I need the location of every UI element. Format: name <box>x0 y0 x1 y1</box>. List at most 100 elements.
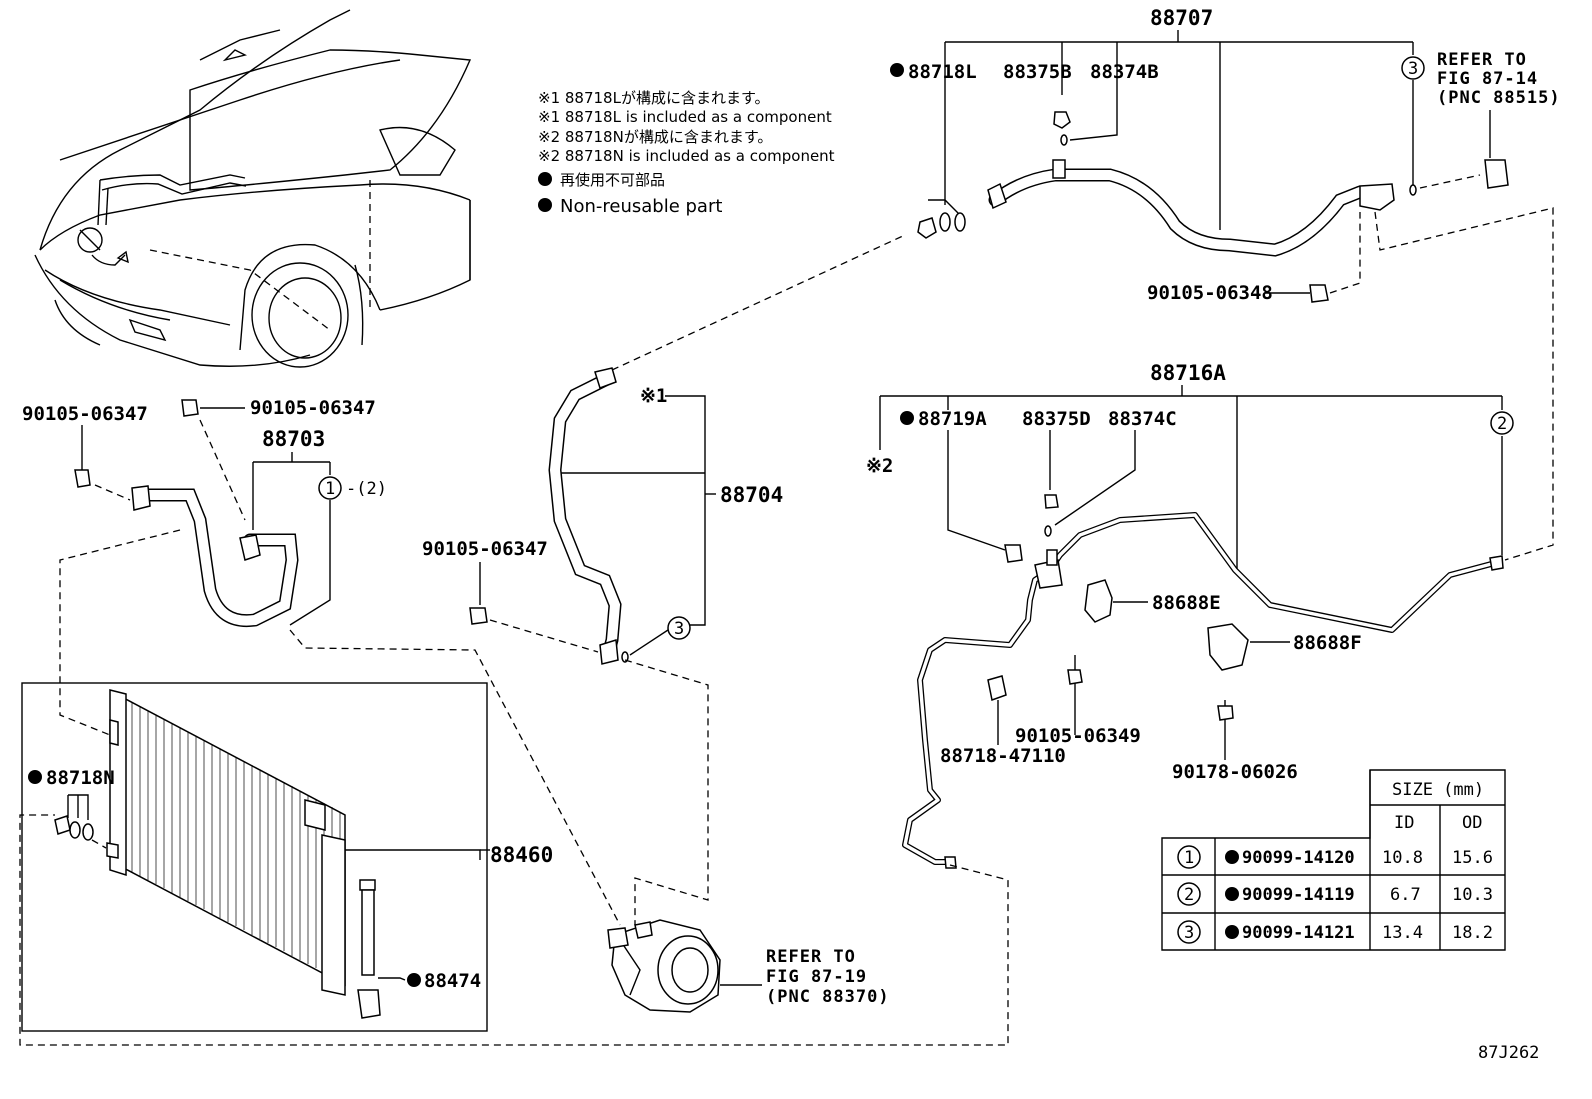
label-88716A: 88716A <box>1150 361 1226 385</box>
bolt-90178-06026 <box>1217 705 1234 721</box>
oring-88374C <box>1044 525 1052 537</box>
row-circle: 3 <box>1184 923 1194 943</box>
group-88703: 90105-06347 90105-06347 88703 1 -(2) <box>22 397 621 926</box>
label-88719A: 88719A <box>918 408 987 430</box>
circle-3-icon <box>1401 56 1425 80</box>
bolt-90105-06349 <box>1067 669 1083 685</box>
circle-3b-icon <box>667 616 691 640</box>
circle-2-number: 2 <box>1497 414 1507 434</box>
refer-pnc-1: (PNC 88515) <box>1437 88 1561 108</box>
label-88718N: 88718N <box>46 767 115 789</box>
bolt-90105-06347-a <box>74 469 91 488</box>
group-88707: 88707 88718L 88375B 88374B 3 REFER TO FI… <box>890 6 1561 561</box>
row-part: 90099-14119 <box>1242 885 1355 905</box>
table-title: SIZE (mm) <box>1392 780 1484 800</box>
circle-2-icon <box>1490 411 1514 435</box>
compressor: REFER TO FIG 87-19 (PNC 88370) <box>607 919 890 1013</box>
label-88718L: 88718L <box>908 61 977 83</box>
notes-block: ※1 88718Lが構成に含まれます。 ※1 88718L is include… <box>538 89 835 217</box>
nonreusable-dot-icon <box>407 973 421 987</box>
row-part: 90099-14121 <box>1242 923 1355 943</box>
clip-88718-47110 <box>987 675 1007 701</box>
label-88374C: 88374C <box>1108 408 1177 430</box>
label-90105-06347-a: 90105-06347 <box>22 403 148 425</box>
label-88707: 88707 <box>1150 6 1213 30</box>
label-88718-47110: 88718-47110 <box>940 745 1066 767</box>
label-88474: 88474 <box>424 970 481 992</box>
refer-label-1: REFER TO <box>1437 50 1527 70</box>
label-90105-06349: 90105-06349 <box>1015 725 1141 747</box>
oring-88374B <box>1060 134 1068 146</box>
circle-3-icon <box>1177 920 1201 944</box>
mark-2: ※2 <box>866 455 893 477</box>
row-part: 90099-14120 <box>1242 848 1355 868</box>
note-1-jp: ※1 88718Lが構成に含まれます。 <box>538 89 769 107</box>
refer-pnc-2: (PNC 88370) <box>766 987 890 1007</box>
refer-fig-1: FIG 87-14 <box>1437 69 1538 89</box>
circle-1-icon <box>1177 845 1201 869</box>
nut-88375D <box>1044 494 1059 509</box>
nonreusable-dot-icon <box>538 198 552 212</box>
condenser-box: 88460 88718N 88474 <box>21 682 553 1032</box>
row-circle: 1 <box>1184 848 1194 868</box>
label-88688F: 88688F <box>1293 632 1362 654</box>
label-88375D: 88375D <box>1022 408 1091 430</box>
row-circle: 2 <box>1184 885 1194 905</box>
table-col-od: OD <box>1462 813 1482 833</box>
note-2-en: ※2 88718N is included as a component <box>538 147 835 165</box>
bolt-90105-06347-b <box>181 399 199 417</box>
row-id: 6.7 <box>1390 885 1421 905</box>
nonreusable-dot-icon <box>1225 850 1239 864</box>
nonreusable-dot-icon <box>890 63 904 77</box>
bolt-90105-06348 <box>1309 284 1329 303</box>
table-row: 3 90099-14121 13.4 18.2 <box>1177 920 1493 944</box>
note-2-jp: ※2 88718Nが構成に含まれます。 <box>538 128 772 146</box>
note-nonreusable-jp: 再使用不可部品 <box>560 171 665 189</box>
group-88716A: 88716A ※2 88719A 88375D 88374C 2 88688E <box>19 361 1514 1046</box>
car-to-part-lines <box>149 180 371 331</box>
clip-88718N <box>54 815 71 835</box>
note-1-en: ※1 88718L is included as a component <box>538 108 832 126</box>
group-88704: ※1 88704 3 90105-06347 <box>422 234 906 925</box>
label-88374B: 88374B <box>1090 61 1159 83</box>
refer-label-2: REFER TO <box>766 947 856 967</box>
bolt-88719A <box>1004 544 1023 563</box>
nut-88375B <box>1053 111 1071 129</box>
dryer-88474 <box>361 889 375 976</box>
refer-fig-2: FIG 87-19 <box>766 967 867 987</box>
row-id: 10.8 <box>1382 848 1423 868</box>
note-nonreusable-en: Non-reusable part <box>560 196 722 217</box>
mark-1: ※1 <box>640 385 667 407</box>
condenser-core <box>117 693 346 987</box>
table-row: 1 90099-14120 10.8 15.6 <box>1177 845 1493 869</box>
nonreusable-dot-icon <box>1225 887 1239 901</box>
row-od: 18.2 <box>1452 923 1493 943</box>
table-row: 2 90099-14119 6.7 10.3 <box>1177 882 1493 906</box>
bracket-88688E <box>1084 579 1113 623</box>
circle-1-number: 1 <box>325 479 335 499</box>
label-88375B: 88375B <box>1003 61 1072 83</box>
nonreusable-dot-icon <box>900 411 914 425</box>
nonreusable-dot-icon <box>28 770 42 784</box>
circle-2-icon <box>1177 882 1201 906</box>
circle-1-icon <box>318 476 342 500</box>
label-88704: 88704 <box>720 483 783 507</box>
label-88460: 88460 <box>490 843 553 867</box>
label-90105-06348: 90105-06348 <box>1147 282 1273 304</box>
nonreusable-dot-icon <box>538 172 552 186</box>
row-id: 13.4 <box>1382 923 1423 943</box>
circle-3-number: 3 <box>1408 59 1418 79</box>
figure-id: 87J262 <box>1478 1043 1539 1063</box>
row-od: 15.6 <box>1452 848 1493 868</box>
table-col-id: ID <box>1394 813 1414 833</box>
label-90178-06026: 90178-06026 <box>1172 761 1298 783</box>
car-illustration <box>34 9 472 368</box>
size-table: SIZE (mm) ID OD 1 90099-14120 10.8 15.6 … <box>1161 769 1506 951</box>
clip-88718L <box>917 217 937 239</box>
circle-1-sub: -(2) <box>346 479 387 499</box>
row-od: 10.3 <box>1452 885 1493 905</box>
bracket-88688F <box>1207 623 1249 671</box>
label-90105-06347-b: 90105-06347 <box>250 397 376 419</box>
label-90105-06347-c: 90105-06347 <box>422 538 548 560</box>
